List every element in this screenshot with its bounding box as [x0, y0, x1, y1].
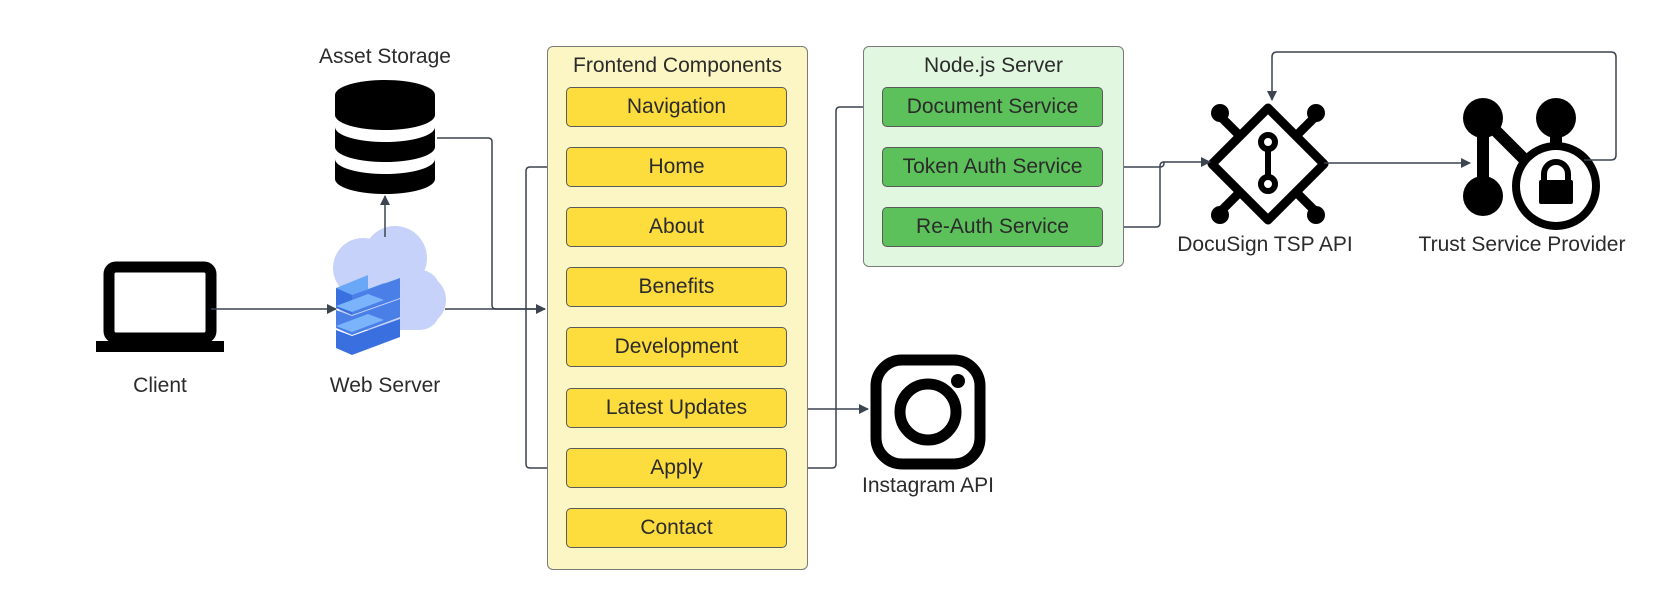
- node-home: Home: [566, 147, 787, 187]
- docusign-tsp-api-label: DocuSign TSP API: [1177, 233, 1353, 256]
- instagram-icon: [870, 354, 986, 470]
- client-label: Client: [133, 374, 187, 397]
- node-apply: Apply: [566, 448, 787, 488]
- node-re-auth-service: Re-Auth Service: [882, 207, 1103, 247]
- node-development: Development: [566, 327, 787, 367]
- laptop-icon: [96, 261, 224, 352]
- node-latest-updates: Latest Updates: [566, 388, 787, 428]
- database-icon: [335, 80, 435, 194]
- api-chip-icon: [1207, 103, 1329, 225]
- instagram-api-label: Instagram API: [862, 474, 994, 497]
- nodejs-title: Node.js Server: [924, 54, 1063, 77]
- node-about: About: [566, 207, 787, 247]
- node-navigation: Navigation: [566, 87, 787, 127]
- node-token-auth-service: Token Auth Service: [882, 147, 1103, 187]
- frontend-title: Frontend Components: [573, 54, 782, 77]
- trust-service-provider-label: Trust Service Provider: [1418, 233, 1626, 256]
- trust-lock-icon: [1463, 98, 1600, 230]
- asset-storage-label: Asset Storage: [319, 45, 451, 68]
- cloud-server-icon: [333, 226, 446, 355]
- node-benefits: Benefits: [566, 267, 787, 307]
- node-document-service: Document Service: [882, 87, 1103, 127]
- node-contact: Contact: [566, 508, 787, 548]
- web-server-label: Web Server: [329, 374, 441, 397]
